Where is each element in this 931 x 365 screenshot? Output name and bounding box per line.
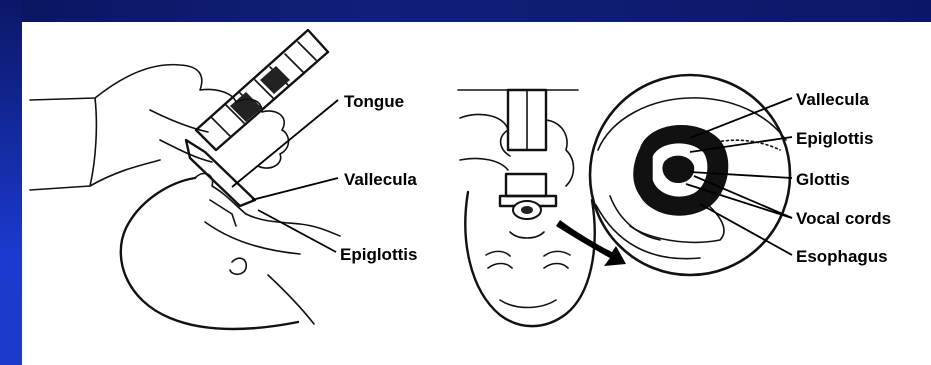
label-vocal-cords: Vocal cords bbox=[796, 209, 891, 228]
label-glottis: Glottis bbox=[796, 170, 850, 189]
vallecula-leader-left bbox=[252, 178, 338, 200]
right-illustration bbox=[590, 75, 790, 275]
label-tongue: Tongue bbox=[344, 92, 404, 111]
label-epiglottis-left: Epiglottis bbox=[340, 245, 417, 264]
epiglottis-leader-left bbox=[258, 210, 336, 252]
label-esophagus: Esophagus bbox=[796, 247, 888, 266]
label-vallecula-left: Vallecula bbox=[344, 170, 417, 189]
label-vallecula-right: Vallecula bbox=[796, 90, 869, 109]
left-illustration bbox=[30, 30, 340, 329]
label-epiglottis-right: Epiglottis bbox=[796, 129, 873, 148]
laryngoscope-blade bbox=[186, 140, 255, 206]
